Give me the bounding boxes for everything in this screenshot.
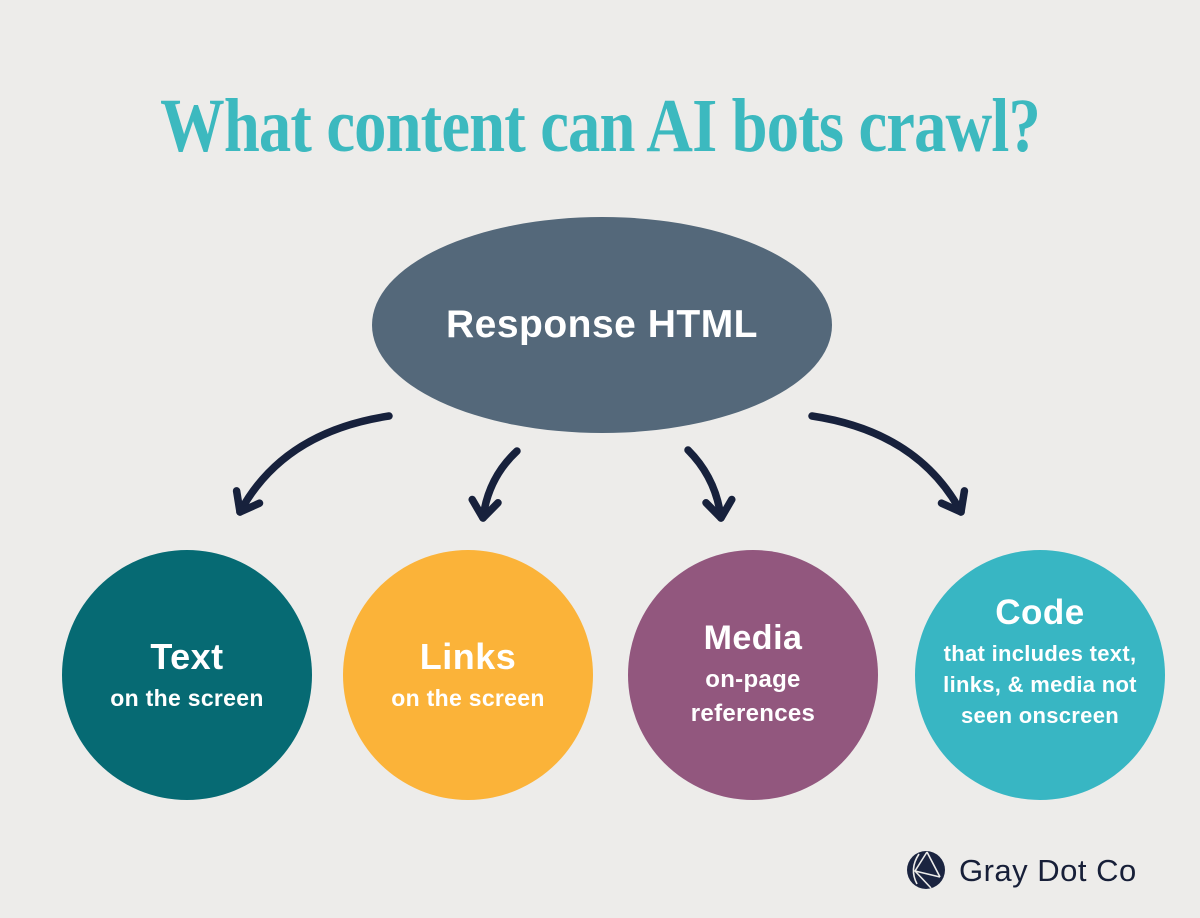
root-node-response-html: Response HTML bbox=[372, 217, 832, 433]
node-text-subtitle: on the screen bbox=[110, 685, 264, 712]
node-media-circle: Media on-page references bbox=[628, 550, 878, 800]
brand-name: Gray Dot Co bbox=[959, 852, 1137, 888]
page-title: What content can AI bots crawl? bbox=[160, 84, 1041, 168]
root-node-label: Response HTML bbox=[445, 303, 759, 346]
node-code-title: Code bbox=[995, 592, 1085, 632]
node-text-circle: Text on the screen bbox=[62, 550, 312, 800]
node-links-title: Links bbox=[419, 635, 517, 677]
node-code-circle: Code that includes text, links, & media … bbox=[915, 550, 1165, 800]
brand-footer: Gray Dot Co bbox=[906, 849, 1137, 891]
arrow-to-links-icon bbox=[468, 447, 521, 522]
node-code-subtitle-line3: seen onscreen bbox=[961, 703, 1119, 729]
node-links-circle: Links on the screen bbox=[343, 550, 593, 800]
node-media-subtitle-line2: references bbox=[690, 700, 816, 728]
node-media-title: Media bbox=[703, 619, 803, 658]
node-code-subtitle-line1: that includes text, bbox=[943, 640, 1137, 666]
node-text-title: Text bbox=[150, 635, 224, 677]
node-links-subtitle: on the screen bbox=[391, 685, 545, 712]
node-media-subtitle-line1: on-page bbox=[705, 666, 801, 694]
gray-dot-co-logo-icon bbox=[907, 851, 945, 889]
arrow-to-media-icon bbox=[684, 446, 736, 522]
node-code-subtitle-line2: links, & media not bbox=[943, 672, 1137, 697]
arrow-to-code-icon bbox=[808, 412, 969, 516]
arrow-to-text-icon bbox=[232, 412, 393, 516]
